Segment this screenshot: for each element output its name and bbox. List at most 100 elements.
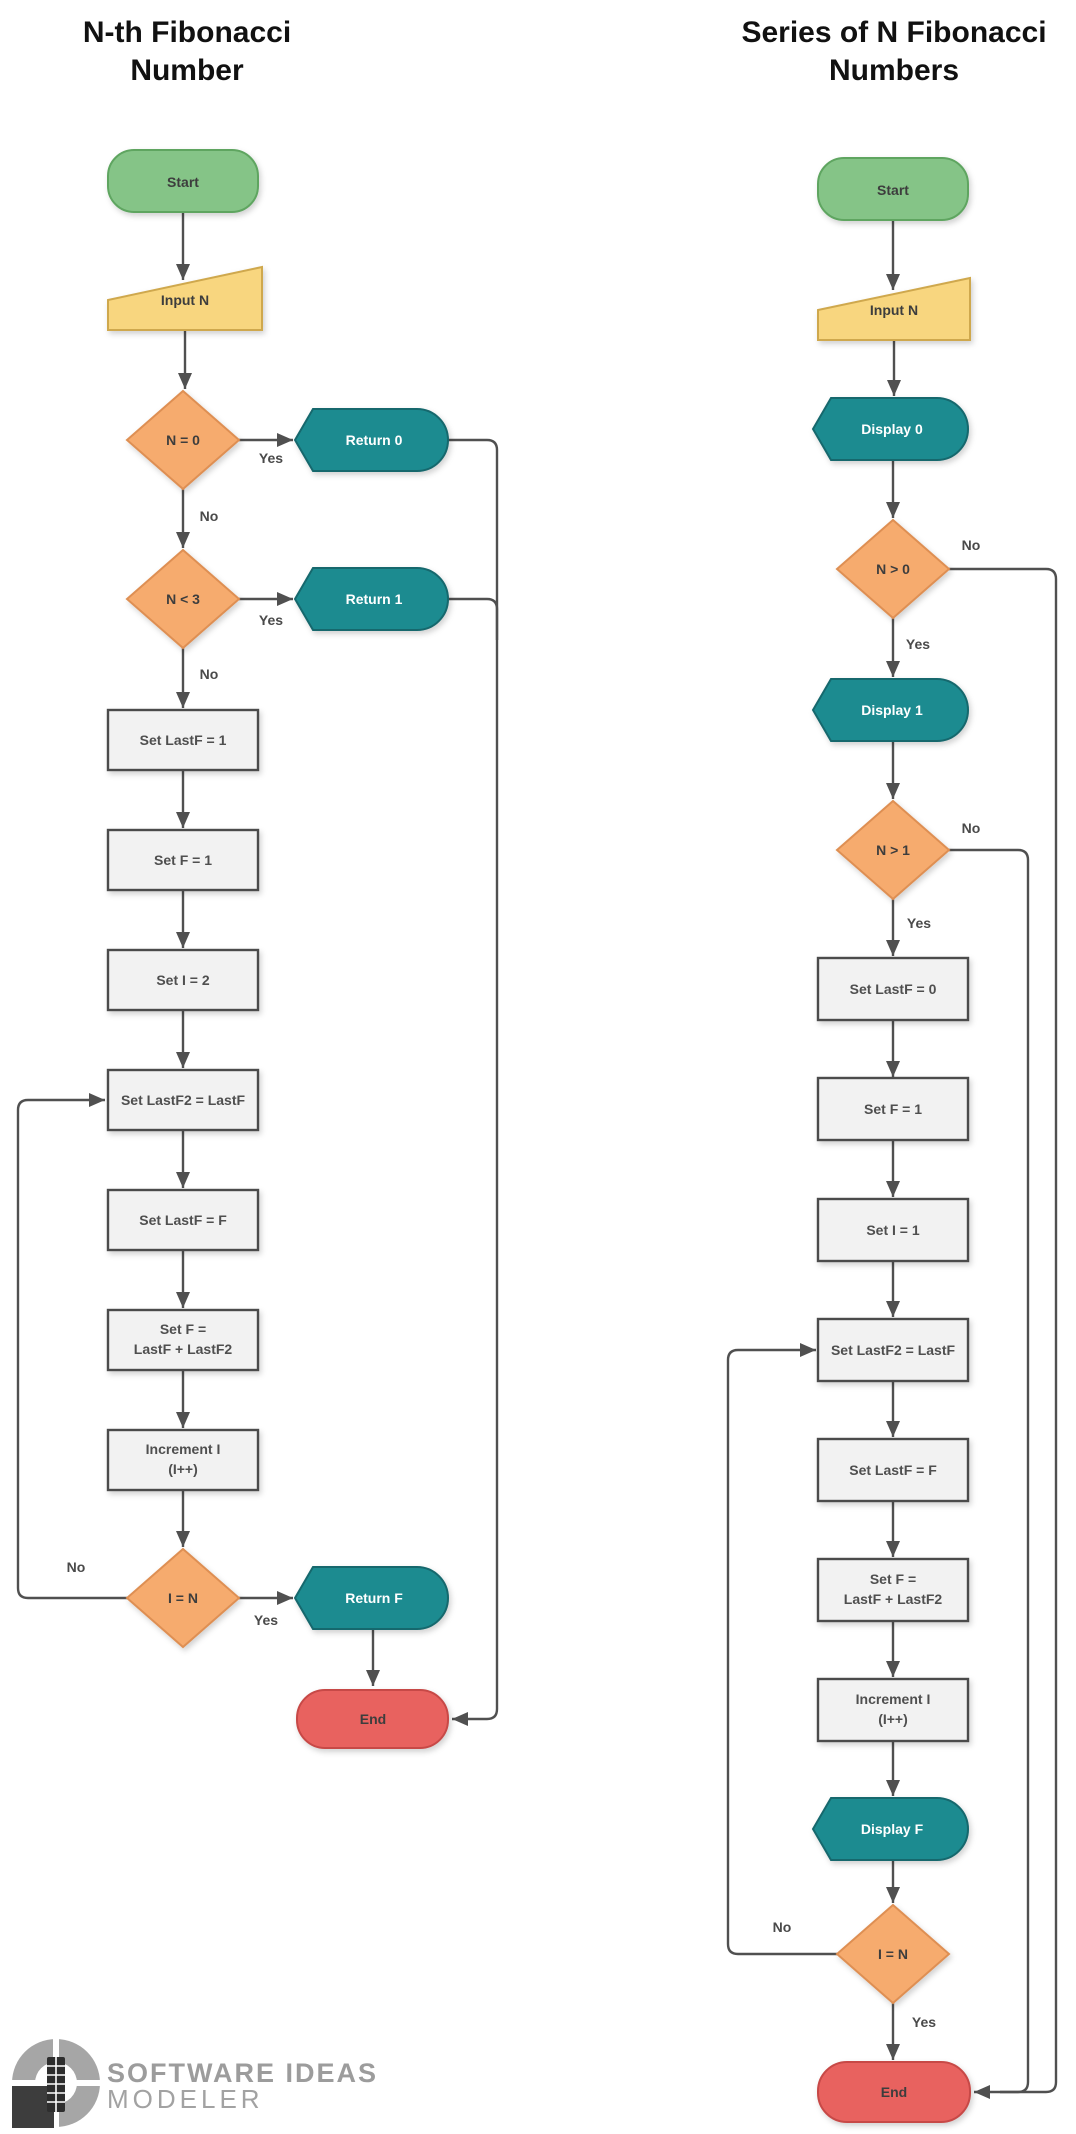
display-label: Return F xyxy=(345,1590,403,1606)
decision-label: I = N xyxy=(878,1946,908,1962)
decision-shape xyxy=(125,1547,241,1649)
process-label: Set LastF2 = LastF xyxy=(121,1092,246,1108)
connector-return1-join xyxy=(448,597,499,640)
label-yes: Yes xyxy=(912,2014,936,2030)
node-start: Start xyxy=(107,149,259,213)
node-increment-i: Increment I(I++) xyxy=(106,1428,260,1492)
decision-label: N > 0 xyxy=(876,561,910,577)
node-decision-n-lt-3: N < 3 xyxy=(125,548,241,650)
display-shape xyxy=(811,1797,969,1861)
right-flowchart-title-line2: Numbers xyxy=(829,54,959,87)
node-decision-n-gt-0: N > 0 xyxy=(835,518,951,620)
display-label: Return 1 xyxy=(346,591,403,607)
label-no: No xyxy=(200,666,219,682)
connector-returns-to-end xyxy=(448,438,499,1726)
node-display-1: Display 1 xyxy=(811,678,969,742)
node-return-0: Return 0 xyxy=(293,408,449,472)
process-label: Set I = 2 xyxy=(156,972,210,988)
input-label: Input N xyxy=(870,302,918,318)
node-set-lastf-f: Set LastF = F xyxy=(816,1437,970,1503)
start-shape xyxy=(107,149,259,213)
logo-text-line1: SOFTWARE IDEAS xyxy=(107,2058,378,2088)
node-set-lastf-1: Set LastF = 1 xyxy=(106,708,260,772)
process-shape xyxy=(816,1317,970,1383)
node-decision-i-eq-n: I = N xyxy=(835,1903,951,2005)
end-label: End xyxy=(360,1711,386,1727)
node-decision-i-eq-n: I = N xyxy=(125,1547,241,1649)
process-shape xyxy=(816,1076,970,1142)
node-input-n: Input N xyxy=(817,276,971,341)
node-set-lastf-f: Set LastF = F xyxy=(106,1188,260,1252)
end-label: End xyxy=(881,2084,907,2100)
process-label: Set F = 1 xyxy=(154,852,212,868)
decision-label: N = 0 xyxy=(166,432,200,448)
decision-label: N > 1 xyxy=(876,842,910,858)
label-no: No xyxy=(962,537,981,553)
left-flowchart-title-line2: Number xyxy=(130,54,244,87)
display-shape xyxy=(811,678,969,742)
process-shape xyxy=(816,1557,970,1623)
node-set-i-2: Set I = 2 xyxy=(106,948,260,1012)
label-yes: Yes xyxy=(907,915,931,931)
label-no: No xyxy=(67,1559,86,1575)
display-shape xyxy=(293,567,449,631)
label-no: No xyxy=(773,1919,792,1935)
label-yes: Yes xyxy=(906,636,930,652)
label-yes: Yes xyxy=(254,1612,278,1628)
display-label: Return 0 xyxy=(346,432,403,448)
node-set-lastf2-lastf: Set LastF2 = LastF xyxy=(816,1317,970,1383)
process-shape xyxy=(106,708,260,772)
logo-mark-icon xyxy=(10,2037,102,2129)
process-label: Increment I(I++) xyxy=(146,1441,221,1477)
process-label: Set I = 1 xyxy=(866,1222,920,1238)
decision-label: I = N xyxy=(168,1590,198,1606)
label-yes: Yes xyxy=(259,612,283,628)
process-label: Set LastF = F xyxy=(849,1462,937,1478)
node-input-n: Input N xyxy=(107,265,263,331)
decision-label: N < 3 xyxy=(166,591,200,607)
node-set-i-1: Set I = 1 xyxy=(816,1197,970,1263)
process-label: Set F =LastF + LastF2 xyxy=(844,1571,943,1607)
right-connectors xyxy=(726,220,1058,2099)
end-shape xyxy=(817,2061,971,2123)
process-shape xyxy=(816,1437,970,1503)
process-label: Set F =LastF + LastF2 xyxy=(134,1321,233,1357)
node-set-lastf-0: Set LastF = 0 xyxy=(816,956,970,1022)
logo-text-line2: MODELER xyxy=(107,2084,264,2114)
connector-cond3-no-loop xyxy=(16,1093,127,1600)
process-label: Set LastF = 1 xyxy=(140,732,227,748)
decision-shape xyxy=(125,548,241,650)
input-shape xyxy=(817,276,971,341)
node-start: Start xyxy=(817,157,969,221)
process-shape xyxy=(106,948,260,1012)
node-return-f: Return F xyxy=(293,1566,449,1630)
process-shape xyxy=(106,1068,260,1132)
decision-shape xyxy=(835,518,951,620)
process-label: Set LastF = F xyxy=(139,1212,227,1228)
input-shape xyxy=(107,265,263,331)
left-flowchart-title-line1: N-th Fibonacci xyxy=(83,16,291,49)
software-ideas-modeler-logo: SOFTWARE IDEAS MODELER xyxy=(10,2037,378,2129)
display-label: Display 0 xyxy=(861,421,923,437)
input-label: Input N xyxy=(161,292,209,308)
node-display-0: Display 0 xyxy=(811,397,969,461)
process-label: Increment I(I++) xyxy=(856,1691,931,1727)
process-shape xyxy=(106,828,260,892)
process-label: Set LastF = 0 xyxy=(850,981,937,997)
node-set-f-1: Set F = 1 xyxy=(816,1076,970,1142)
node-return-1: Return 1 xyxy=(293,567,449,631)
node-increment-i: Increment I(I++) xyxy=(816,1677,970,1743)
right-flowchart-title-line1: Series of N Fibonacci xyxy=(741,16,1046,49)
display-label: Display F xyxy=(861,1821,924,1837)
connector-cond3-no-loop xyxy=(726,1343,837,1956)
process-shape xyxy=(816,1677,970,1743)
process-shape xyxy=(106,1188,260,1252)
left-flowchart: N-th Fibonacci Number Yes No Yes xyxy=(16,16,499,1749)
display-label: Display 1 xyxy=(861,702,923,718)
node-set-f-sum: Set F =LastF + LastF2 xyxy=(816,1557,970,1623)
node-decision-n-gt-1: N > 1 xyxy=(835,799,951,901)
label-yes: Yes xyxy=(259,450,283,466)
node-end: End xyxy=(296,1689,449,1749)
